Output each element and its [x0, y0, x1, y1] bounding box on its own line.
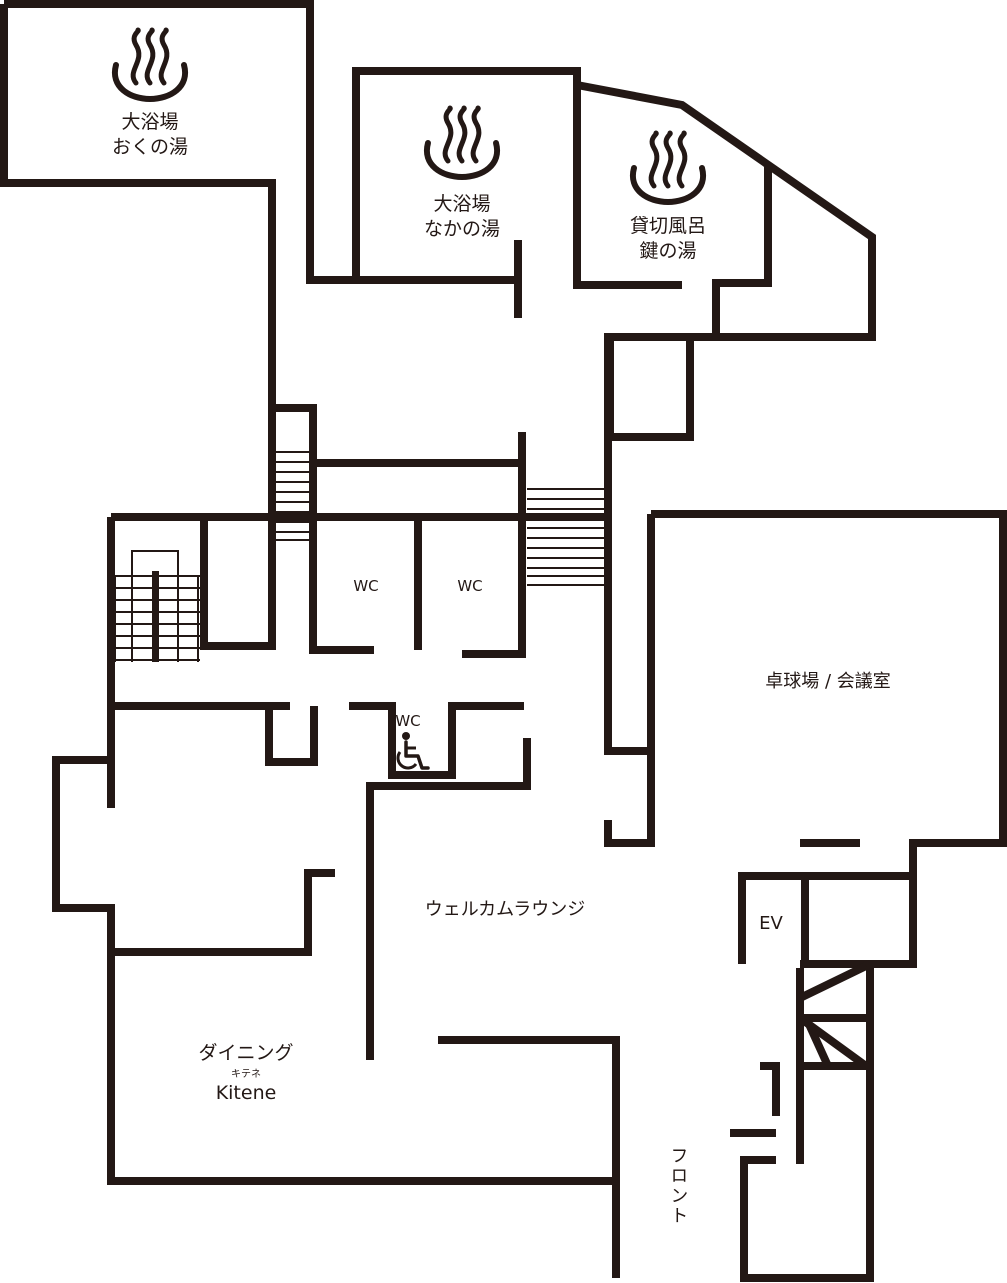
room-label-wc-left: WC: [353, 577, 379, 595]
hot-spring-icon: [423, 105, 501, 181]
room-kagi-line2: 鍵の湯: [639, 239, 697, 262]
room-label-wc-right: WC: [457, 577, 483, 595]
room-label-front: フロント: [667, 1146, 689, 1226]
room-dining-line2: Kitene: [215, 1082, 277, 1104]
stairs-upper-left: [276, 451, 313, 541]
room-dining-ruby: キテネ: [231, 1069, 261, 1080]
hot-spring-icon: [111, 27, 189, 103]
room-oku-line1: 大浴場: [121, 111, 179, 133]
room-naka-line1: 大浴場: [433, 193, 491, 215]
room-oku-line2: おくの湯: [111, 135, 188, 158]
room-label-kagi: 貸切風呂 鍵の湯: [608, 214, 728, 263]
room-label-pingpong: 卓球場 / 会議室: [765, 671, 891, 692]
room-naka-line2: なかの湯: [423, 217, 500, 240]
room-label-lounge: ウェルカムラウンジ: [424, 899, 586, 920]
room-kagi-line1: 貸切風呂: [629, 215, 706, 237]
hot-spring-icon: [629, 130, 707, 206]
wheelchair-icon: [396, 732, 430, 770]
room-label-ev: EV: [759, 913, 783, 934]
room-label-dining: ダイニング: [176, 1041, 316, 1066]
room-label-naka: 大浴場 なかの湯: [402, 192, 522, 241]
room-label-wc-accessible: WC: [395, 712, 421, 730]
stairs-center: [527, 488, 606, 586]
room-dining-line1: ダイニング: [198, 1042, 294, 1064]
room-label-oku: 大浴場 おくの湯: [90, 110, 210, 159]
stairs-left: [114, 550, 200, 662]
